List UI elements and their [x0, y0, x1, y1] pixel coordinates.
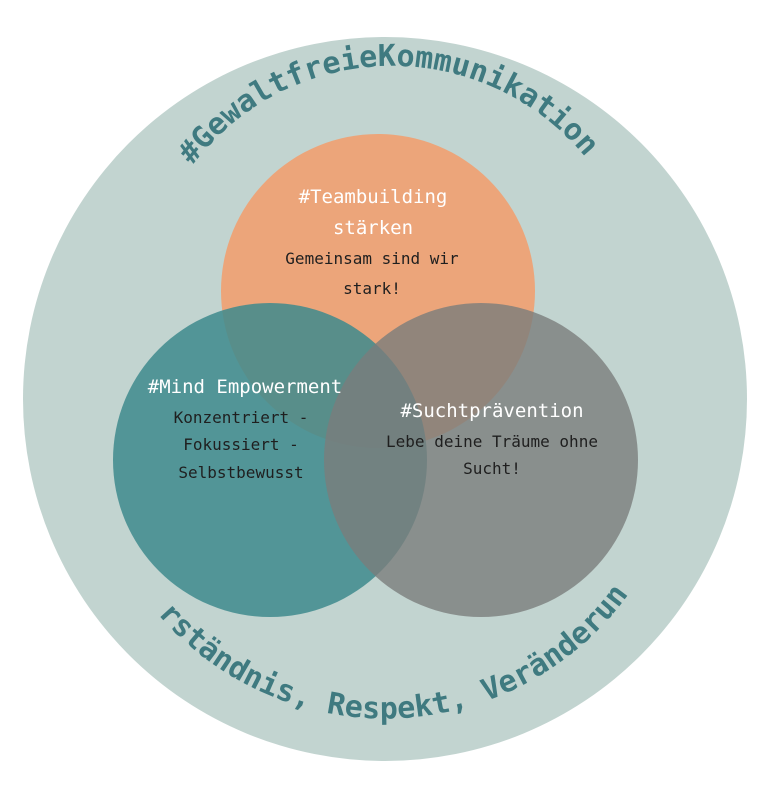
sucht-body-line2: Sucht!: [463, 459, 521, 478]
teambuilding-body-line1: Gemeinsam sind wir: [285, 249, 459, 268]
teambuilding-title-line2: stärken: [333, 217, 413, 239]
mind-body-line1: Konzentriert -: [174, 408, 309, 427]
sucht-title: #Suchtprävention: [400, 400, 583, 422]
mind-title: #Mind Empowerment: [148, 376, 342, 398]
sucht-body-line1: Lebe deine Träume ohne: [386, 432, 598, 451]
teambuilding-title-line1: #Teambuilding: [299, 186, 448, 208]
teambuilding-body-line2: stark!: [343, 279, 401, 298]
mind-body-line3: Selbstbewusst: [178, 463, 303, 482]
mind-body-line2: Fokussiert -: [183, 435, 299, 454]
suchtpraevention-circle: [324, 303, 638, 617]
